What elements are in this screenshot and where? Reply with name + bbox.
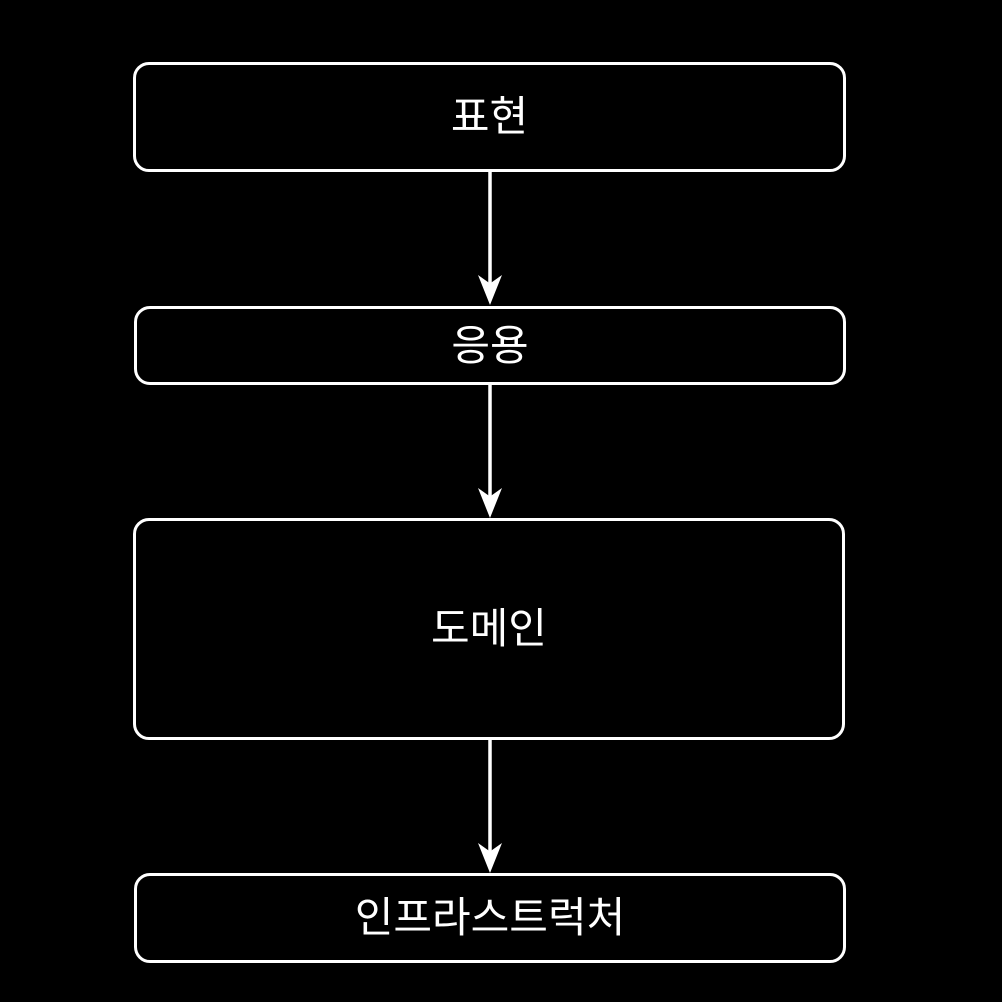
node-infrastructure: 인프라스트럭처: [134, 873, 846, 963]
node-infrastructure-label: 인프라스트럭처: [354, 894, 626, 941]
node-domain: 도메인: [133, 518, 845, 740]
node-application-label: 응용: [451, 321, 529, 369]
node-presentation: 표현: [133, 62, 846, 172]
edge-domain-infrastructure: [478, 740, 502, 873]
node-domain-label: 도메인: [431, 605, 547, 652]
arrowhead-down-icon: [478, 488, 502, 518]
edge-application-domain: [478, 385, 502, 518]
edge-presentation-application: [478, 172, 502, 305]
arrowhead-down-icon: [478, 275, 502, 305]
node-presentation-label: 표현: [450, 93, 529, 140]
node-application: 응용: [134, 306, 846, 385]
arrowhead-down-icon: [478, 843, 502, 873]
